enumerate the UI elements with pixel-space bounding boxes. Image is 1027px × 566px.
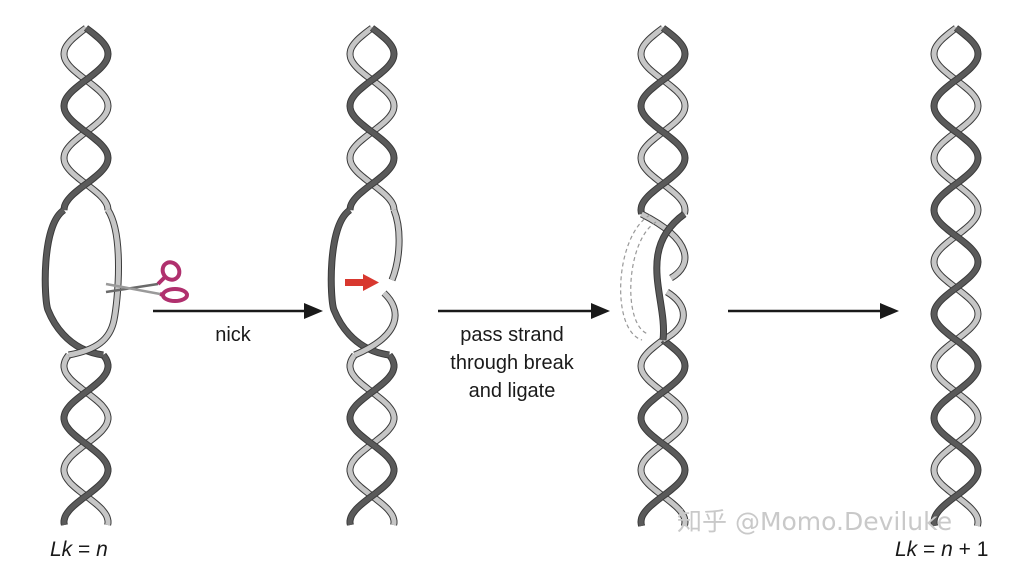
step-1-label: nick (215, 324, 252, 346)
end-linking-number: Lk = n + 1 (895, 538, 988, 561)
dashed-ghost-strand (621, 215, 650, 340)
start-linking-number: Lk = n (50, 538, 108, 561)
end-lk-var: n (941, 538, 953, 561)
bubble-light-strand (69, 210, 119, 355)
step-2-label-line-1: pass strand (460, 324, 563, 346)
watermark: 知乎 @Momo.Deviluke (677, 507, 952, 536)
start-lk-equals: = (72, 538, 96, 561)
arrow-step-1 (153, 303, 323, 319)
dna-helices (45, 28, 978, 526)
end-lk-equals: = (917, 538, 941, 561)
start-lk-var: n (96, 538, 108, 561)
arrow-step-2 (438, 303, 610, 319)
end-lk-symbol: Lk (895, 538, 919, 561)
end-lk-suffix: + 1 (953, 538, 989, 561)
start-lk-symbol: Lk (50, 538, 74, 561)
step-2-label-line-3: and ligate (469, 380, 556, 402)
arrow-step-3 (728, 303, 899, 319)
bubble-dark-strand-outline (45, 210, 103, 355)
dashed-ghost-strand-inner (631, 222, 656, 334)
nick-pointer-arrow-icon (345, 274, 379, 291)
step-2-label-line-2: through break (450, 352, 574, 374)
